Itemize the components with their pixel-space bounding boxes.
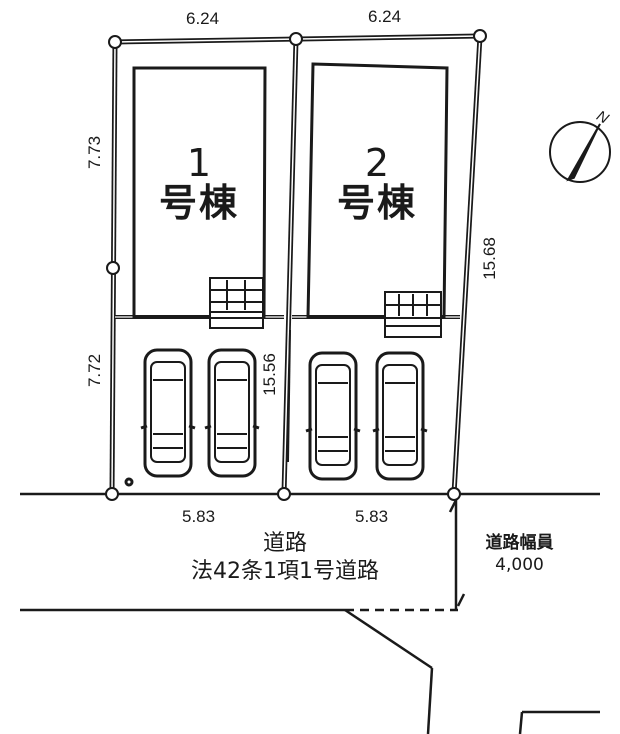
road-width-value: 4,000	[495, 555, 544, 576]
building-2-name: 号棟	[336, 181, 417, 225]
building-2-label: 2 号棟	[318, 144, 436, 222]
shared-boundary-depth: 15.56	[259, 353, 279, 396]
car-icon	[203, 348, 261, 478]
lot-2-front-width: 5.83	[355, 507, 389, 526]
road-label: 道路 法42条1項1号道路	[140, 530, 430, 585]
road-classification: 法42条1項1号道路	[191, 558, 379, 584]
building-1-number: 1	[186, 141, 212, 185]
lot-2-right-depth: 15.68	[479, 237, 499, 280]
lot-1-left-lower-depth: 7.72	[85, 353, 105, 388]
boundary-markers	[105, 29, 487, 501]
building-1-name: 号棟	[158, 181, 239, 225]
road-width-title: 道路幅員	[485, 533, 554, 553]
entrance-steps	[209, 277, 442, 338]
road-title: 道路	[262, 531, 307, 556]
building-2-footprint	[306, 62, 449, 319]
lot-1-front-width: 5.83	[182, 507, 216, 526]
car-icon	[371, 351, 429, 481]
building-2-number: 2	[364, 141, 390, 185]
car-icon	[139, 348, 197, 478]
building-1-label: 1 号棟	[144, 144, 254, 222]
car-icon	[304, 351, 362, 481]
road-width-label: 道路幅員 4,000	[462, 532, 577, 576]
lot-1-top-width: 6.24	[186, 9, 220, 28]
north-compass-icon	[549, 121, 611, 183]
lot-1-left-upper-depth: 7.73	[85, 135, 105, 170]
lot-2-top-width: 6.24	[368, 7, 402, 26]
